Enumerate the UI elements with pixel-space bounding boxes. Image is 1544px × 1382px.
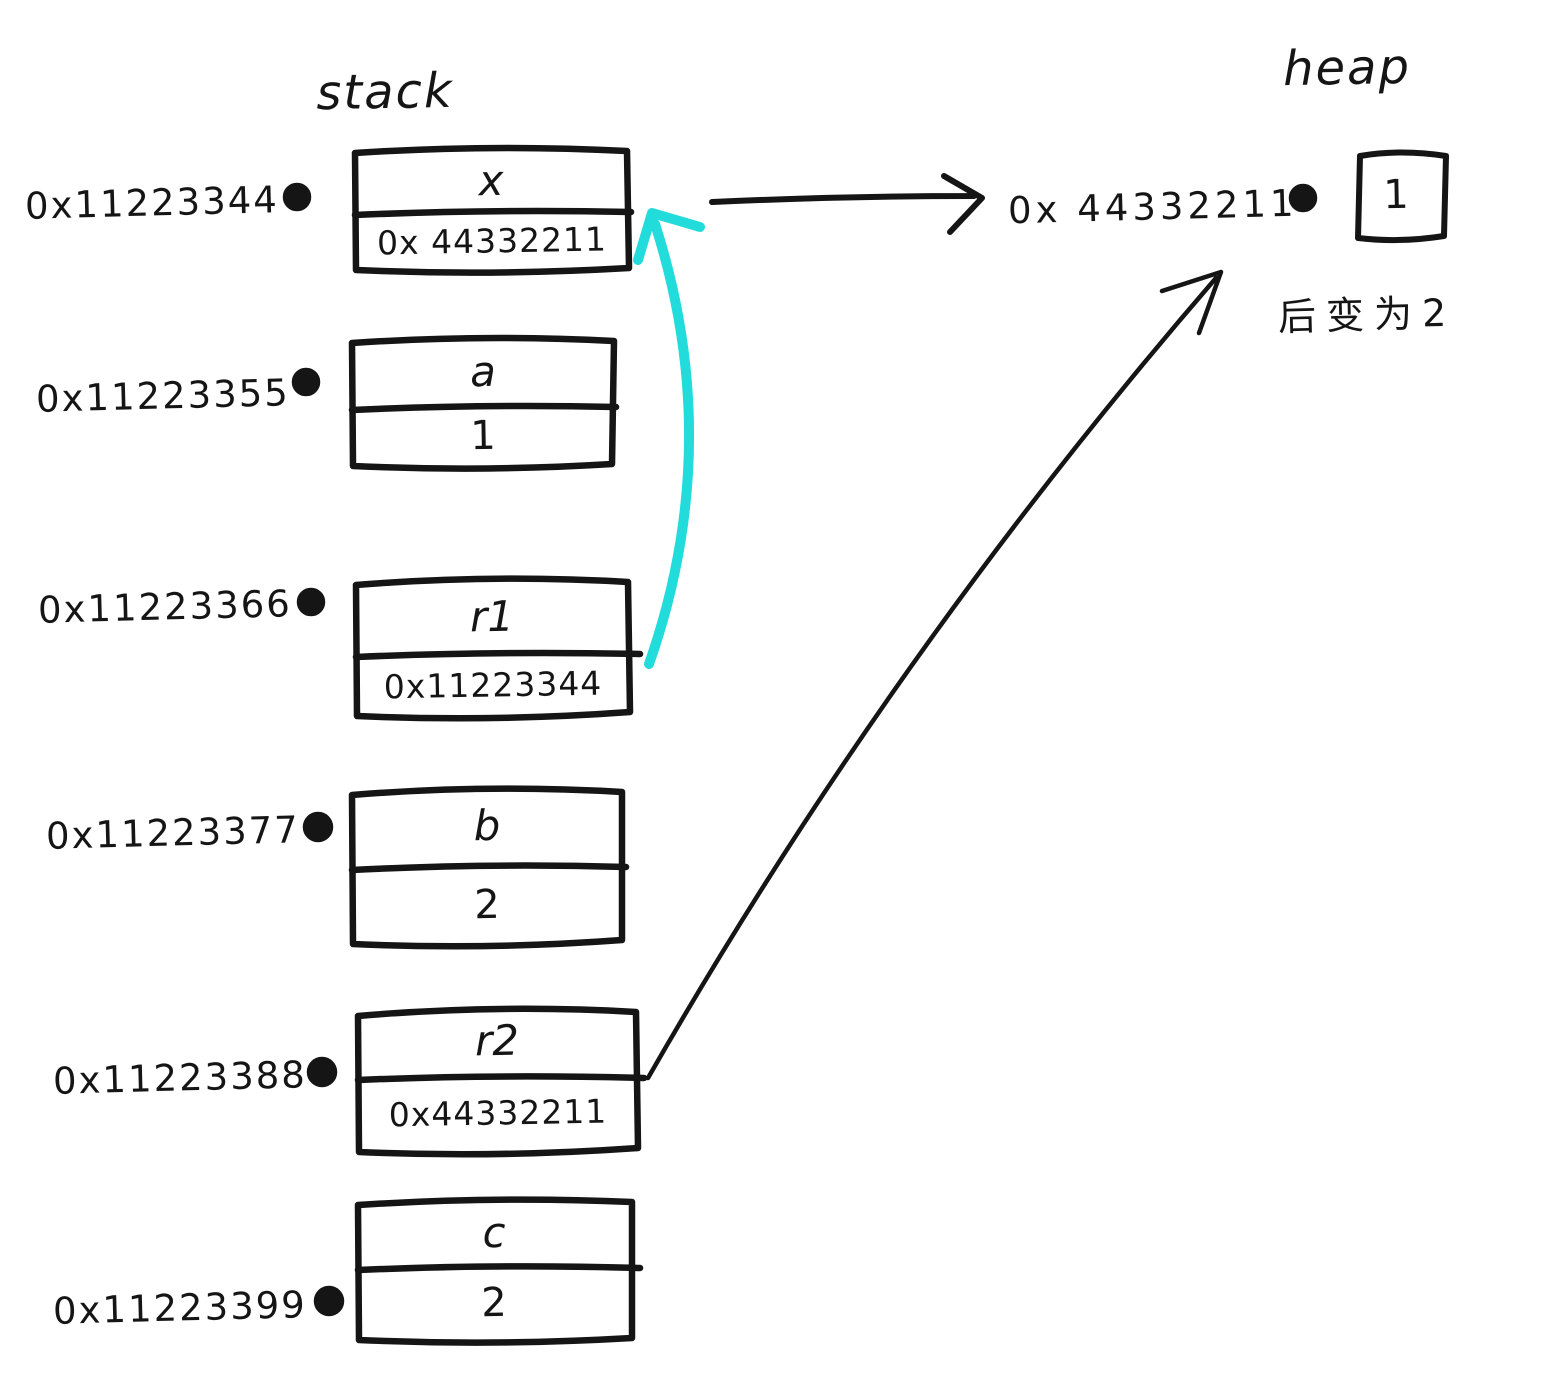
slot-c-address: 0x11223399 <box>52 1283 308 1333</box>
slot-x-label: x <box>478 155 504 206</box>
slot-a-value: 1 <box>469 412 497 460</box>
heap-address: 0x 44332211 <box>1007 181 1299 233</box>
slot-r1-label: r1 <box>469 591 515 642</box>
slot-r1-bullet <box>300 591 322 613</box>
slot-a-divider <box>352 406 616 410</box>
slot-x-value: 0x 44332211 <box>376 219 608 263</box>
slot-b-divider <box>352 866 626 870</box>
slot-r2-value: 0x44332211 <box>388 1091 608 1135</box>
slot-r2-box <box>358 1009 638 1154</box>
slot-c-divider <box>358 1266 640 1270</box>
slot-r2-address: 0x11223388 <box>52 1053 308 1103</box>
slot-x-box <box>355 148 629 273</box>
slot-r1-box <box>356 579 630 719</box>
slot-b-bullet <box>306 815 330 839</box>
slot-c-box <box>358 1200 632 1343</box>
arrow-x-to-heap <box>712 176 982 232</box>
arrow-r1-to-x <box>638 213 700 664</box>
slot-c-value: 2 <box>480 1279 508 1327</box>
slot-a-address: 0x11223355 <box>35 371 291 421</box>
slot-r2-bullet <box>310 1060 334 1084</box>
slot-a-bullet <box>295 371 317 393</box>
slot-r2-label: r2 <box>474 1015 520 1066</box>
stack-title: stack <box>315 62 455 122</box>
slot-x-bullet <box>286 186 308 208</box>
heap-title: heap <box>1282 38 1412 98</box>
slot-r2-divider <box>358 1076 644 1080</box>
slot-c-bullet <box>317 1289 341 1313</box>
slot-r1-divider <box>356 653 640 657</box>
slot-x-address: 0x11223344 <box>24 178 280 228</box>
heap-cell-box <box>1358 153 1446 241</box>
slot-b-box <box>352 789 622 947</box>
heap-bullet <box>1292 187 1314 209</box>
slot-a-label: a <box>469 346 497 397</box>
slot-b-value: 2 <box>473 881 501 929</box>
heap-annotation: 后变为2 <box>1277 290 1457 340</box>
heap-value: 1 <box>1382 171 1410 219</box>
slot-a-box <box>352 338 614 469</box>
slot-b-label: b <box>473 800 501 851</box>
arrow-r2-to-heap <box>648 272 1221 1078</box>
slot-c-label: c <box>482 1207 506 1258</box>
slot-b-address: 0x11223377 <box>45 808 301 858</box>
slot-x-divider <box>355 211 631 215</box>
slot-r1-address: 0x11223366 <box>37 582 293 632</box>
slot-r1-value: 0x11223344 <box>383 663 603 707</box>
